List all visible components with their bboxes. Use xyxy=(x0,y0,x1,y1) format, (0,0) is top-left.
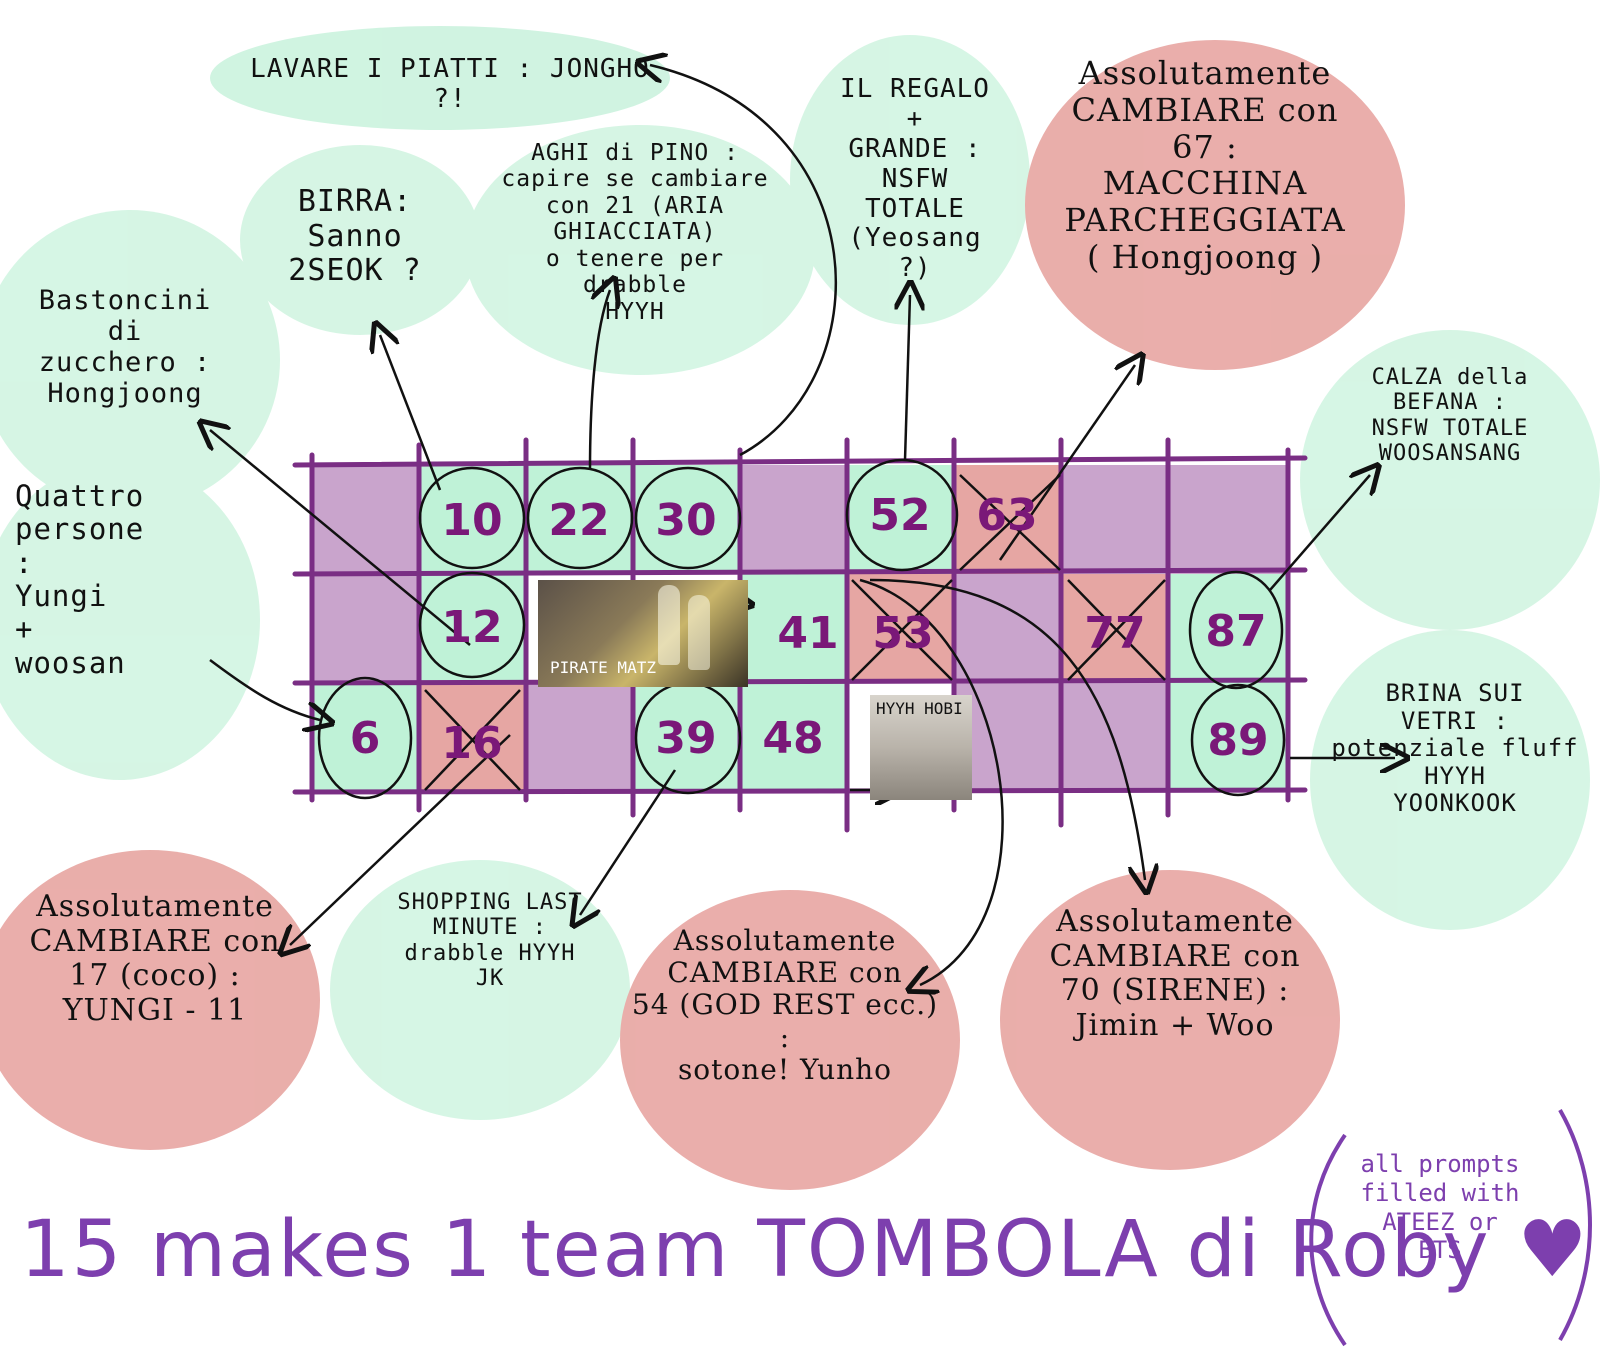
blob-birra xyxy=(240,145,480,335)
footer-aside: all prompts filled with ATEEZ or BTS xyxy=(1360,1150,1520,1265)
blob-cambiare67 xyxy=(1025,40,1405,370)
number-39: 39 xyxy=(655,712,717,764)
note-cambiare17: Assolutamente CAMBIARE con 17 (coco) : Y… xyxy=(29,889,281,1028)
number-22: 22 xyxy=(548,494,610,546)
blob-cambiare17 xyxy=(0,850,320,1150)
blob-aghi xyxy=(465,125,815,375)
note-lavare: LAVARE I PIATTI : JONGHO ?! xyxy=(250,54,650,114)
number-41: 41 xyxy=(777,607,839,659)
blob-shopping xyxy=(330,860,630,1120)
number-48: 48 xyxy=(762,712,824,764)
aside-bracket-left xyxy=(1309,1133,1347,1347)
champagne-glass-icon xyxy=(688,595,710,670)
photo-pirate-matz: PIRATE MATZ xyxy=(538,580,748,687)
note-cambiare67: Assolutamente CAMBIARE con 67 : MACCHINA… xyxy=(1064,54,1346,276)
blob-quattro xyxy=(0,460,260,780)
circle-marks xyxy=(317,458,1286,800)
number-77: 77 xyxy=(1084,607,1146,659)
note-birra: BIRRA: Sanno 2SEOK ? xyxy=(288,184,422,288)
footer-title: 15 makes 1 team TOMBOLA di Roby ♥ xyxy=(20,1205,1590,1295)
note-quattro: Quattro persone : Yungi + woosan xyxy=(15,479,145,680)
note-calza: CALZA della BEFANA : NSFW TOTALE WOOSANS… xyxy=(1371,365,1529,466)
note-shopping: SHOPPING LAST MINUTE : drabble HYYH JK xyxy=(397,890,583,991)
number-53: 53 xyxy=(872,607,934,659)
blob-regalo xyxy=(790,35,1030,325)
number-89: 89 xyxy=(1207,714,1269,766)
blob-cambiare54 xyxy=(620,890,960,1190)
blob-cambiare70 xyxy=(1000,870,1340,1170)
note-aghi: AGHI di PINO : capire se cambiare con 21… xyxy=(501,140,769,325)
number-63: 63 xyxy=(976,489,1038,541)
blob-lavare xyxy=(210,26,670,130)
number-12: 12 xyxy=(441,601,503,653)
number-30: 30 xyxy=(655,494,717,546)
note-brina: BRINA SUI VETRI : potenziale fluff HYYH … xyxy=(1331,679,1579,818)
photo-hyyh-hobi: HYYH HOBI xyxy=(870,695,972,800)
blob-calza xyxy=(1300,330,1600,630)
number-10: 10 xyxy=(441,494,503,546)
blob-brina xyxy=(1310,630,1590,930)
number-87: 87 xyxy=(1205,605,1267,657)
number-16: 16 xyxy=(441,717,503,769)
number-6: 6 xyxy=(349,712,381,764)
note-cambiare54: Assolutamente CAMBIARE con 54 (GOD REST … xyxy=(631,924,939,1086)
number-52: 52 xyxy=(869,489,931,541)
note-bastoncini: Bastoncini di zucchero : Hongjoong xyxy=(38,285,212,410)
aside-bracket-right xyxy=(1558,1109,1592,1341)
cross-marks xyxy=(424,474,1166,791)
champagne-glass-icon xyxy=(658,585,680,665)
note-regalo: IL REGALO + GRANDE : NSFW TOTALE (Yeosan… xyxy=(840,74,990,284)
note-cambiare70: Assolutamente CAMBIARE con 70 (SIRENE) :… xyxy=(1049,904,1301,1043)
photo-label-pirate-matz: PIRATE MATZ xyxy=(550,658,656,677)
photo-label-hyyh-hobi: HYYH HOBI xyxy=(876,699,963,718)
